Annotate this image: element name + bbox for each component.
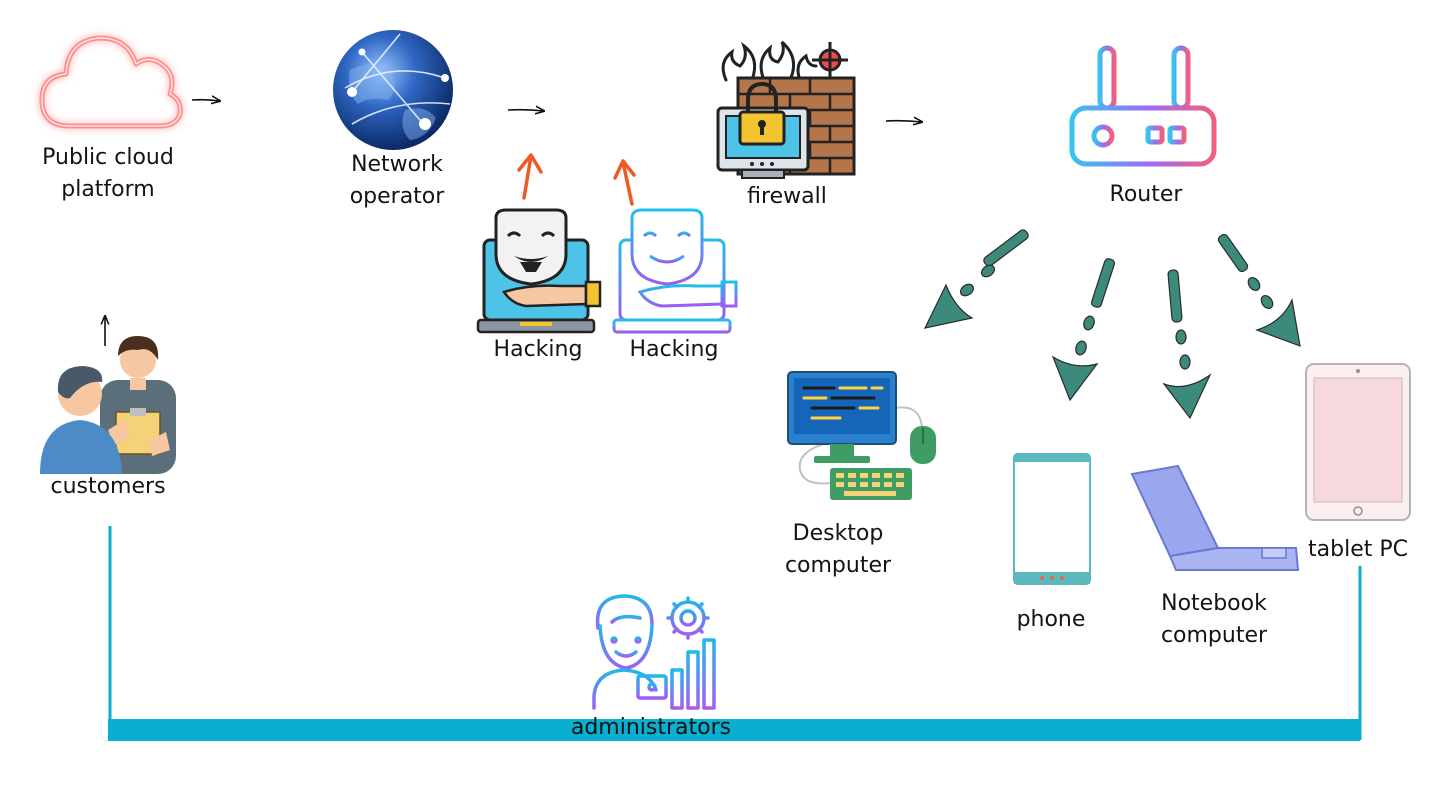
hacker1-label: Hacking — [493, 337, 583, 362]
cloud-label: Public cloud platform — [28, 142, 188, 206]
attack-arrow-2 — [613, 159, 636, 206]
arrow-cloud-to-network — [191, 100, 220, 101]
desktop-label-line2: computer — [784, 553, 892, 578]
arrow-network-to-firewall — [507, 110, 544, 111]
cloud-label-line2: platform — [61, 177, 155, 202]
admins-label: administrators — [570, 715, 732, 740]
tablet-label: tablet PC — [1308, 537, 1408, 562]
network-label: Network operator — [322, 149, 472, 213]
router-label: Router — [1109, 182, 1183, 207]
notebook-label-line1: Notebook — [1161, 591, 1267, 616]
router-arrow-tablet — [1217, 233, 1301, 347]
globe-icon — [333, 30, 453, 150]
hacker2-label: Hacking — [629, 337, 719, 362]
flow-arrows — [105, 100, 922, 346]
firewall-icon — [716, 40, 856, 179]
phone-label: phone — [1016, 607, 1086, 632]
router-icon — [1069, 45, 1217, 179]
router-arrow-desktop — [923, 229, 1029, 329]
hacker-laptop-icon — [612, 208, 738, 334]
attack-arrow-1 — [517, 153, 543, 200]
desktop-computer-icon — [787, 371, 936, 500]
arrow-firewall-to-router — [885, 121, 922, 122]
router-arrow-phone — [1051, 258, 1116, 402]
attack-arrows — [517, 153, 636, 206]
router-arrow-notebook — [1162, 269, 1212, 420]
tablet-icon — [1305, 363, 1411, 521]
notebook-label: Notebook computer — [1136, 588, 1292, 652]
admin-connector — [108, 526, 1362, 741]
notebook-icon — [1130, 464, 1300, 571]
phone-icon — [1013, 453, 1091, 585]
customers-icon — [40, 336, 176, 474]
network-label-line2: operator — [349, 184, 445, 209]
administrator-icon — [592, 594, 718, 710]
firewall-label: firewall — [747, 184, 827, 209]
network-label-line1: Network — [351, 152, 443, 177]
target-icon — [812, 42, 848, 78]
cloud-label-line1: Public cloud — [42, 145, 174, 170]
hacker-laptop-icon — [476, 208, 602, 334]
desktop-label-line1: Desktop — [792, 521, 884, 546]
router-arrows — [923, 229, 1301, 420]
customers-label: customers — [50, 474, 166, 499]
desktop-label: Desktop computer — [768, 518, 908, 582]
cloud-icon — [39, 35, 183, 129]
notebook-label-line2: computer — [1160, 623, 1268, 648]
